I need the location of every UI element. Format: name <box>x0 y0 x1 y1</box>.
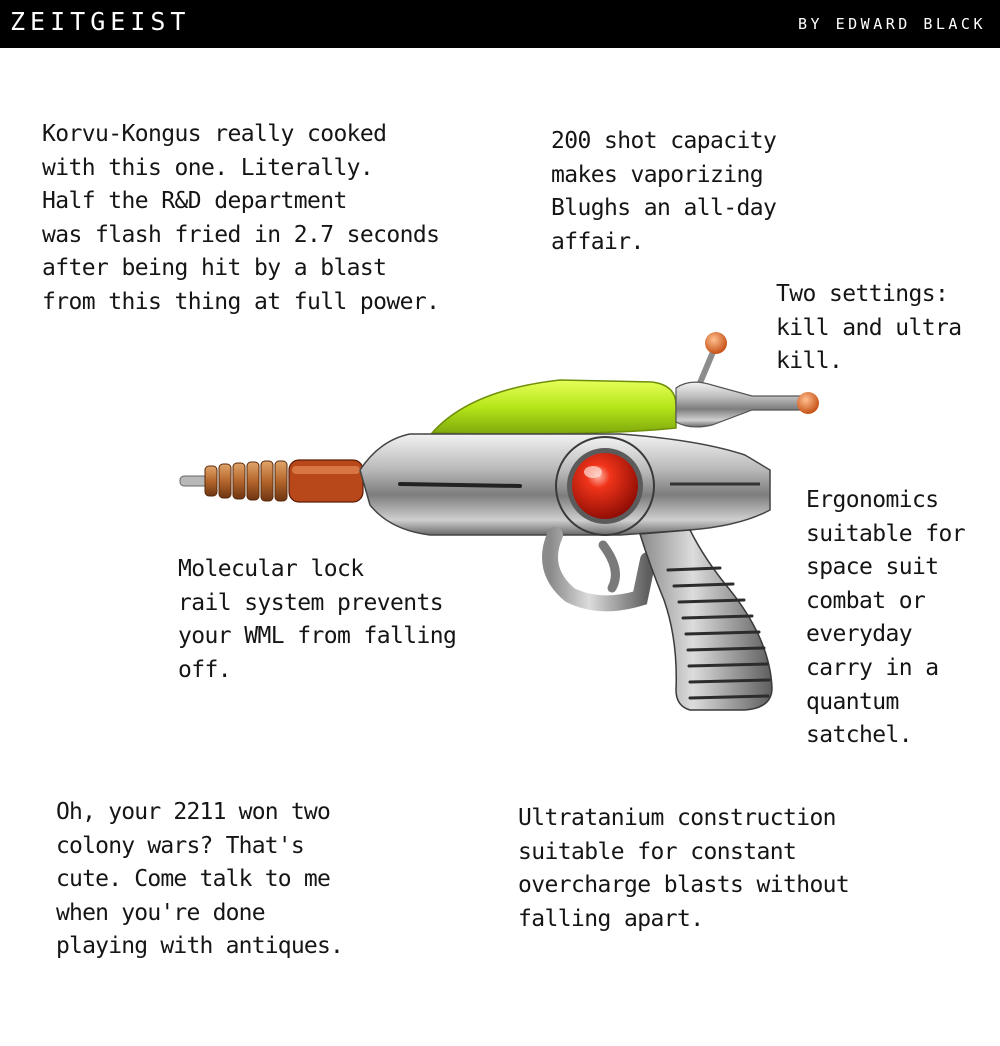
note-rail-system: Molecular lock rail system prevents your… <box>178 556 457 683</box>
site-brand[interactable]: ZEITGEIST <box>10 7 191 36</box>
author-byline: BY EDWARD BLACK <box>798 15 986 33</box>
note-antiques: Oh, your 2211 won two colony wars? That'… <box>56 799 344 960</box>
note-korvu-kongus: Korvu-Kongus really cooked with this one… <box>42 121 440 315</box>
header-bar: ZEITGEIST BY EDWARD BLACK <box>0 0 1000 48</box>
note-construction: Ultratanium construction suitable for co… <box>518 805 850 932</box>
ray-gun-image <box>179 332 819 711</box>
note-ergonomics: Ergonomics suitable for space suit comba… <box>806 487 966 749</box>
note-settings: Two settings: kill and ultra kill. <box>776 281 962 375</box>
note-shot-capacity: 200 shot capacity makes vaporizing Blugh… <box>551 128 777 255</box>
